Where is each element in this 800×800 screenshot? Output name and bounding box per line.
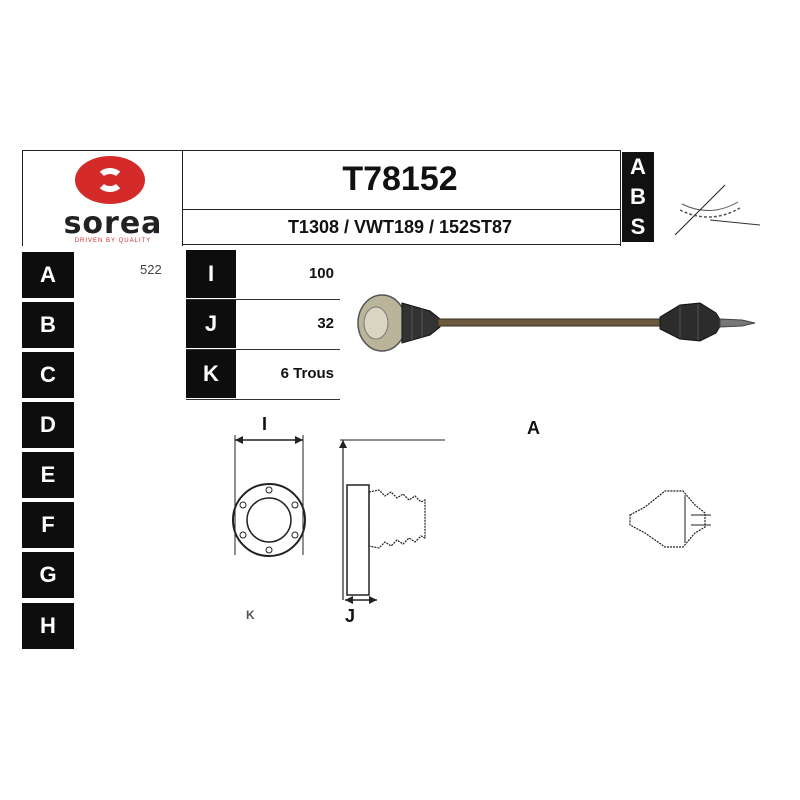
brand-tagline: DRIVEN BY QUALITY [74,238,152,244]
brand-name: sorea [63,206,163,241]
header-bottom-rule [183,244,620,245]
dimension-value-i: 100 [308,265,334,282]
part-number: T78152 [342,160,458,198]
drive-shaft-image [357,294,756,352]
table-row-divider [186,399,340,400]
dimension-key-j: J [186,300,236,348]
header-divider-right [620,150,621,246]
dimension-value-j: 32 [317,315,334,332]
header-mid-rule [183,209,620,210]
row-letter-e: E [22,452,74,498]
brand-logo: sorea DRIVEN BY QUALITY [30,150,180,245]
row-letter-g: G [22,552,74,598]
row-letter-d: D [22,402,74,448]
brand-logo-mark [75,156,145,204]
table-row-divider [186,299,340,300]
abs-letter: S [622,212,654,242]
dimension-key-i: I [186,250,236,298]
row-letter-c: C [22,352,74,398]
row-letter-f: F [22,502,74,548]
row-letter-h: H [22,603,74,649]
abs-letter: B [622,182,654,212]
cross-references: T1308 / VWT189 / 152ST87 [287,217,513,237]
row-letter-b: B [22,302,74,348]
dimension-a-value: 522 [140,262,162,277]
header-divider-left [182,150,183,246]
dimension-key-k: K [186,350,236,398]
dimension-value-k: 6 Trous [280,365,334,382]
drawing-label-a: A [527,418,540,438]
drawing-label-j: J [345,606,356,626]
drawing-label-k: K [246,608,255,622]
row-letter-a: A [22,252,74,298]
abs-ring-icon [674,184,761,236]
logo-frame-left [22,150,23,246]
abs-indicator: A B S [622,152,654,242]
drawing-label-i: I [262,414,268,434]
header-top-rule [22,150,620,151]
outer-joint-drawing [629,490,711,548]
table-row-divider [186,349,340,350]
abs-letter: A [622,152,654,182]
flange-drawing [232,435,306,557]
shaft-side-drawing [339,439,445,604]
